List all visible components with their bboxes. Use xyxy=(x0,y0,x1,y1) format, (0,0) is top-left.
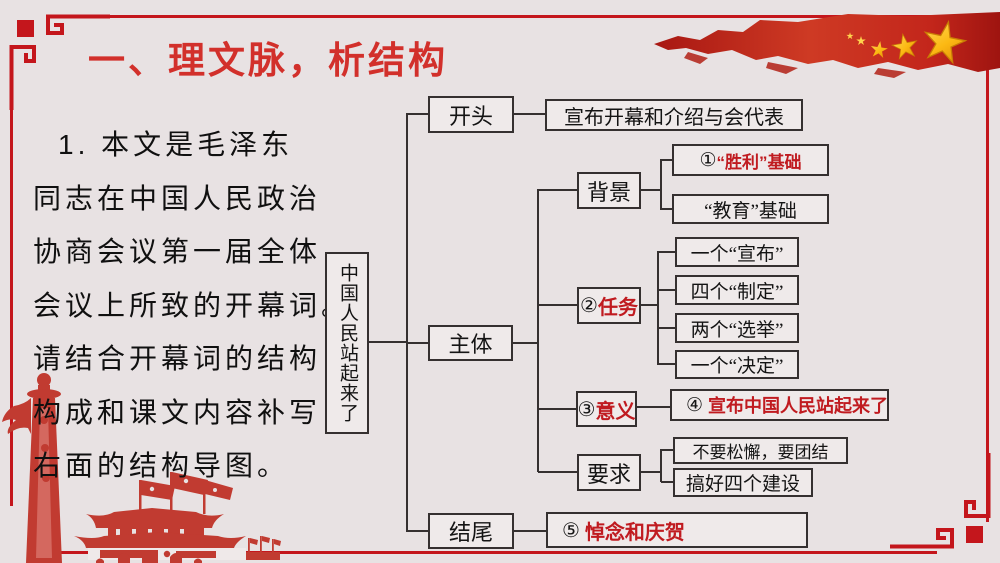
intro-line: 同志在中国人民政治 xyxy=(33,182,322,214)
node-opening: 开头 xyxy=(428,96,514,133)
page-title: 一、理文脉，析结构 xyxy=(88,40,448,81)
intro-line: 请结合开幕词的结构 xyxy=(33,343,322,374)
red-ink-splash-icon xyxy=(654,12,1000,78)
connector-line xyxy=(407,530,428,532)
intro-line: 1. 本文是毛泽东 xyxy=(58,129,294,160)
connector-line xyxy=(657,251,659,365)
node-requirement: 要求 xyxy=(577,454,641,491)
connector-line xyxy=(658,363,675,365)
node-opening-detail: 宣布开幕和介绍与会代表 xyxy=(545,99,803,131)
intro-paragraph: 1. 本文是毛泽东 同志在中国人民政治 协商会议第一届全体 会议上所致的开幕词。… xyxy=(33,118,363,493)
node-ending: 结尾 xyxy=(428,513,514,549)
connector-line xyxy=(641,304,659,306)
node-background: 背景 xyxy=(577,172,641,209)
node-victory-basis-text: “胜利”基础 xyxy=(716,152,802,172)
connector-line xyxy=(641,471,662,473)
connector-line xyxy=(658,251,675,253)
node-victory-basis: ①“胜利”基础 xyxy=(672,144,829,176)
node-requirement-item: 搞好四个建设 xyxy=(673,468,813,497)
connector-line xyxy=(661,481,673,483)
node-task-item: 两个“选举” xyxy=(675,313,799,343)
node-task-number: ② xyxy=(580,295,598,317)
connector-line xyxy=(537,189,539,472)
connector-line xyxy=(660,159,662,210)
node-meaning-detail-number: ④ xyxy=(686,394,704,416)
intro-line: 构成和课文内容补写 xyxy=(33,396,322,428)
connector-line xyxy=(661,449,673,451)
connector-line xyxy=(661,208,672,210)
connector-line xyxy=(513,530,546,532)
intro-line: 右面的结构导图。 xyxy=(33,450,290,481)
node-ending-detail-text: 悼念和庆贺 xyxy=(584,521,685,544)
connector-line xyxy=(407,113,428,115)
connector-line xyxy=(538,408,576,410)
node-meaning-label: 意义 xyxy=(595,400,636,423)
frame-top-line xyxy=(48,15,985,18)
intro-line: 协商会议第一届全体 xyxy=(33,236,322,267)
connector-line xyxy=(406,113,408,532)
connector-line xyxy=(637,406,670,408)
node-task-item: 四个“制定” xyxy=(675,275,799,305)
gold-star-icon xyxy=(846,19,968,65)
node-task-item: 一个“宣布” xyxy=(675,237,799,267)
connector-line xyxy=(513,113,545,115)
node-body: 主体 xyxy=(428,325,513,361)
connector-line xyxy=(658,327,675,329)
corner-frame-icon xyxy=(890,453,991,549)
connector-line xyxy=(660,449,662,482)
node-education-basis: “教育”基础 xyxy=(672,194,829,224)
node-task-item: 一个“决定” xyxy=(675,350,799,379)
connector-line xyxy=(538,304,577,306)
connector-line xyxy=(407,342,428,344)
connector-line xyxy=(512,342,538,344)
node-meaning-detail-text: 宣布中国人民站起来了 xyxy=(708,396,889,416)
node-requirement-item: 不要松懈，要团结 xyxy=(673,437,848,464)
node-root-title: 中国人民站起来了 xyxy=(325,252,369,434)
frame-right-line xyxy=(986,40,989,522)
connector-line xyxy=(658,289,675,291)
connector-line xyxy=(538,471,577,473)
intro-line: 会议上所致的开幕词。 xyxy=(33,289,354,321)
node-task-label: 任务 xyxy=(597,297,638,319)
connector-line xyxy=(368,341,407,343)
connector-line xyxy=(661,159,672,161)
frame-left-line xyxy=(10,48,13,506)
node-meaning-number: ③ xyxy=(577,398,596,421)
frame-bottom-line xyxy=(55,551,937,554)
node-ending-detail-number: ⑤ xyxy=(562,519,580,542)
connector-line xyxy=(641,189,662,191)
connector-line xyxy=(538,189,577,191)
node-victory-basis-number: ① xyxy=(699,149,717,171)
